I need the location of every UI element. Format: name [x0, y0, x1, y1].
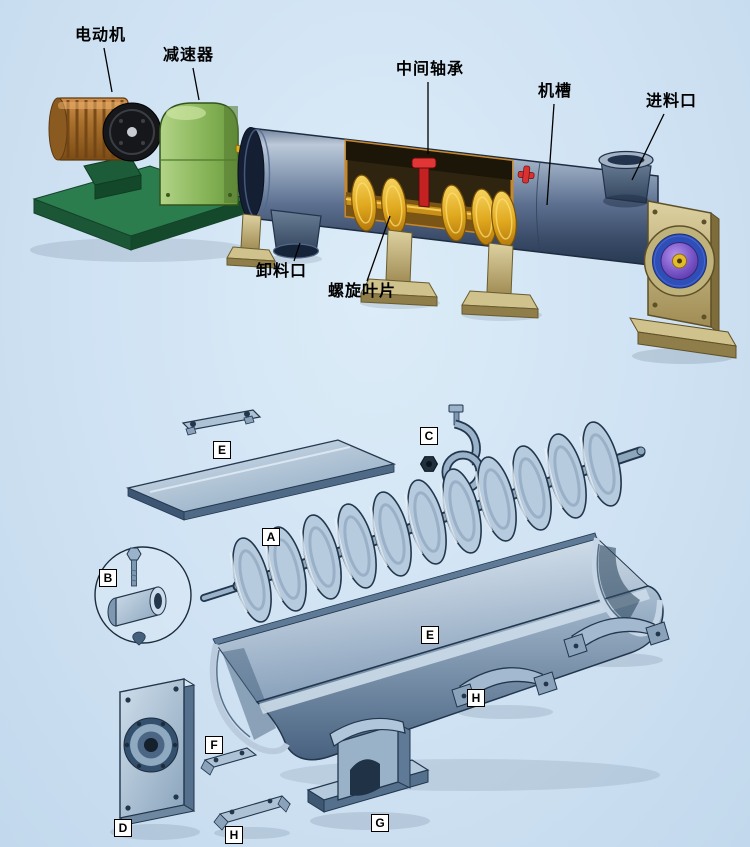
- label-trough-case: 机槽: [538, 83, 573, 100]
- label-outlet: 卸料口: [256, 263, 308, 280]
- support-leg-2: [461, 242, 539, 319]
- middle-hanger-bearing: [411, 157, 437, 208]
- label-motor: 电动机: [75, 27, 127, 44]
- saddle-support-right: [563, 617, 670, 658]
- hex-nut: [419, 456, 439, 472]
- part-label-a: A: [262, 528, 280, 546]
- cutaway-section: [344, 139, 517, 248]
- bracket-h-bottom: [213, 795, 292, 831]
- bracket-f: [200, 747, 258, 776]
- part-label-f: F: [205, 736, 223, 754]
- clamp-bracket: [181, 409, 262, 436]
- label-spiral-blade: 螺旋叶片: [328, 283, 397, 300]
- exploded-view: [94, 404, 670, 840]
- part-label-h2: H: [225, 826, 243, 844]
- end-bearing-assembly: [629, 200, 737, 359]
- spiral-flights: [351, 174, 517, 248]
- cover-plate: [125, 439, 397, 521]
- trough-channel: [209, 532, 664, 761]
- inlet-port: [598, 150, 654, 208]
- part-label-g: G: [371, 814, 389, 832]
- leader-lines: [103, 47, 665, 282]
- electric-motor: [48, 97, 162, 162]
- part-label-e-trough: E: [421, 626, 439, 644]
- assembled-view: [30, 47, 737, 364]
- part-label-e-cover: E: [213, 441, 231, 459]
- reducer: [159, 102, 255, 206]
- support-leg-1: [360, 229, 438, 307]
- screw-spiral: [200, 421, 646, 623]
- part-label-h1: H: [467, 689, 485, 707]
- red-plug: [517, 165, 535, 184]
- part-label-d: D: [114, 819, 132, 837]
- label-reducer: 减速器: [163, 47, 215, 64]
- motor-pedestal: [83, 155, 142, 200]
- part-label-c: C: [420, 427, 438, 445]
- center-stand: [306, 717, 430, 813]
- label-inlet: 进料口: [646, 93, 698, 110]
- support-leg-left-end: [226, 213, 276, 269]
- end-plate: [118, 678, 196, 825]
- part-label-b: B: [99, 569, 117, 587]
- coupling-detail: [94, 546, 192, 646]
- label-middle-bearing: 中间轴承: [396, 61, 465, 78]
- discharge-outlet: [270, 209, 322, 259]
- screw-flights: [229, 421, 622, 623]
